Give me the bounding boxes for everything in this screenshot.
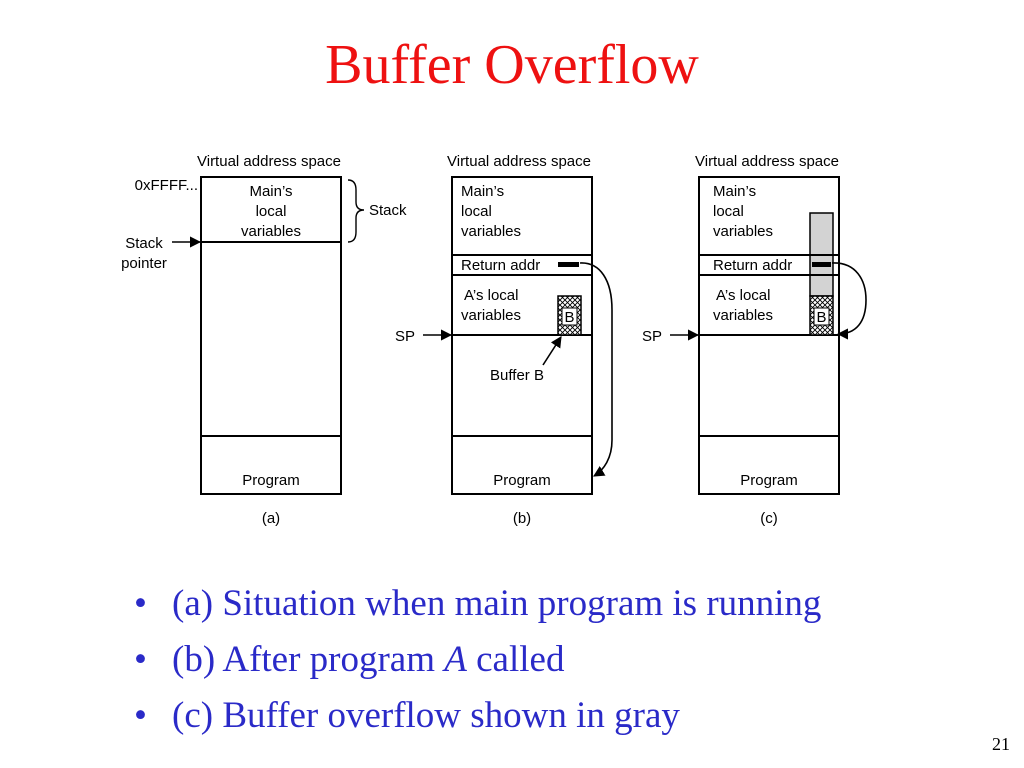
panel-c-caption: (c) — [760, 510, 778, 527]
bullet-list: (a) Situation when main program is runni… — [130, 576, 821, 744]
panel-c-return-addr-marker — [812, 262, 831, 267]
panel-c-a-vars-line1: A’s local — [716, 287, 770, 304]
stack-brace — [347, 179, 365, 243]
panel-c-buffer-label-bg — [813, 307, 830, 326]
panel-c-title: Virtual address space — [695, 153, 839, 170]
panel-a-main-line1: Main’s — [249, 183, 292, 200]
bullet-item-b: (b) After program A called — [130, 632, 821, 688]
bullet-item-c: (c) Buffer overflow shown in gray — [130, 688, 821, 744]
return-to-buffer-arrow — [831, 262, 867, 340]
panel-b-buffer-letter: B — [564, 309, 574, 326]
panel-c-main-line1: Main’s — [713, 183, 756, 200]
page-number: 21 — [992, 734, 1010, 754]
panel-a-main-line3: variables — [241, 223, 301, 240]
panel-b-a-vars-line2: variables — [461, 307, 521, 324]
panel-b: Virtual address space Main’s local varia… — [395, 153, 613, 527]
stack-pointer-label-line2: pointer — [121, 255, 167, 272]
panel-a-title: Virtual address space — [197, 153, 341, 170]
bullet-item-a: (a) Situation when main program is runni… — [130, 576, 821, 632]
panel-b-a-vars-line1: A’s local — [464, 287, 518, 304]
bullet-b-text: (b) After program — [172, 639, 445, 680]
bullet-b-suffix: called — [466, 639, 565, 680]
top-address-label: 0xFFFF... — [135, 177, 198, 194]
sp-label-b: SP — [395, 328, 415, 345]
panel-c-main-line3: variables — [713, 223, 773, 240]
buffer-b-pointer-arrow — [542, 336, 562, 366]
stack-brace-label: Stack — [369, 202, 407, 219]
buffer-b-label: Buffer B — [490, 367, 544, 384]
panel-b-main-line2: local — [461, 203, 492, 220]
return-to-program-arrow — [579, 262, 613, 477]
panel-b-title: Virtual address space — [447, 153, 591, 170]
panel-b-program-label: Program — [493, 472, 551, 489]
bullet-c-text: (c) Buffer overflow shown in gray — [172, 695, 680, 736]
panel-c-main-line2: local — [713, 203, 744, 220]
panel-b-main-line1: Main’s — [461, 183, 504, 200]
panel-b-caption: (b) — [513, 510, 531, 527]
panel-b-buffer-label-bg — [561, 307, 578, 326]
bullet-a-text: (a) Situation when main program is runni… — [172, 583, 822, 624]
panel-b-main-line3: variables — [461, 223, 521, 240]
panel-a: Virtual address space Main’s local varia… — [121, 153, 407, 527]
panel-a-program-label: Program — [242, 472, 300, 489]
virtual-address-space-diagram: Virtual address space Main’s local varia… — [121, 153, 867, 527]
sp-label-c: SP — [642, 328, 662, 345]
panel-c-program-label: Program — [740, 472, 798, 489]
panel-c-return-addr-label: Return addr — [713, 257, 792, 274]
panel-c: Virtual address space Main’s local varia… — [642, 153, 867, 527]
panel-a-frame — [200, 176, 342, 495]
panel-c-a-vars-line2: variables — [713, 307, 773, 324]
slide-title: Buffer Overflow — [325, 34, 699, 96]
panel-a-main-line2: local — [256, 203, 287, 220]
bullet-b-italic: A — [444, 639, 467, 680]
panel-a-caption: (a) — [262, 510, 280, 527]
panel-b-return-addr-marker — [558, 262, 579, 267]
panel-c-buffer-letter: B — [816, 309, 826, 326]
panel-b-return-addr-label: Return addr — [461, 257, 540, 274]
stack-pointer-label-line1: Stack — [125, 235, 163, 252]
